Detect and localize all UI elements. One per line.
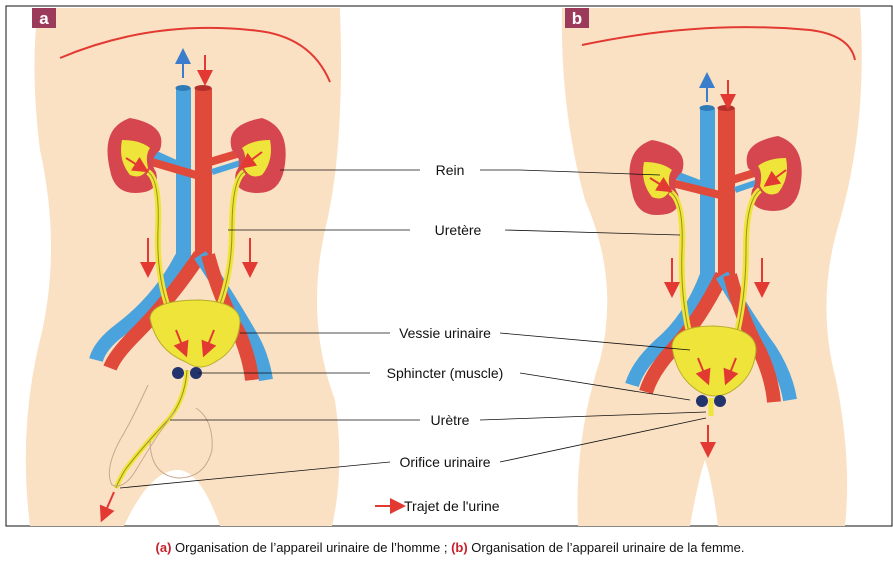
label-orifice-urinaire: Orifice urinaire: [399, 454, 490, 470]
panel-b: b: [562, 8, 862, 526]
panel-a-badge-letter: a: [39, 9, 49, 28]
panel-b-badge-letter: b: [572, 9, 582, 28]
label-uretere: Uretère: [435, 222, 482, 238]
legend-text: Trajet de l'urine: [404, 498, 500, 514]
label-uretre: Urètre: [431, 412, 470, 428]
male-aorta: [195, 88, 212, 258]
figure-caption: (a) Organisation de l’appareil urinaire …: [156, 540, 745, 555]
panel-a: a: [26, 8, 341, 526]
caption-text-b: Organisation de l’appareil urinaire de l…: [468, 540, 745, 555]
label-vessie-urinaire: Vessie urinaire: [399, 325, 491, 341]
female-aorta: [718, 108, 735, 278]
label-rein: Rein: [436, 162, 465, 178]
label-sphincter: Sphincter (muscle): [387, 365, 504, 381]
caption-key-b: (b): [451, 540, 468, 555]
caption-text-a: Organisation de l’appareil urinaire de l…: [171, 540, 451, 555]
caption-key-a: (a): [156, 540, 172, 555]
female-sphincter-left: [696, 395, 708, 407]
male-sphincter-left: [172, 367, 184, 379]
female-sphincter-right: [714, 395, 726, 407]
